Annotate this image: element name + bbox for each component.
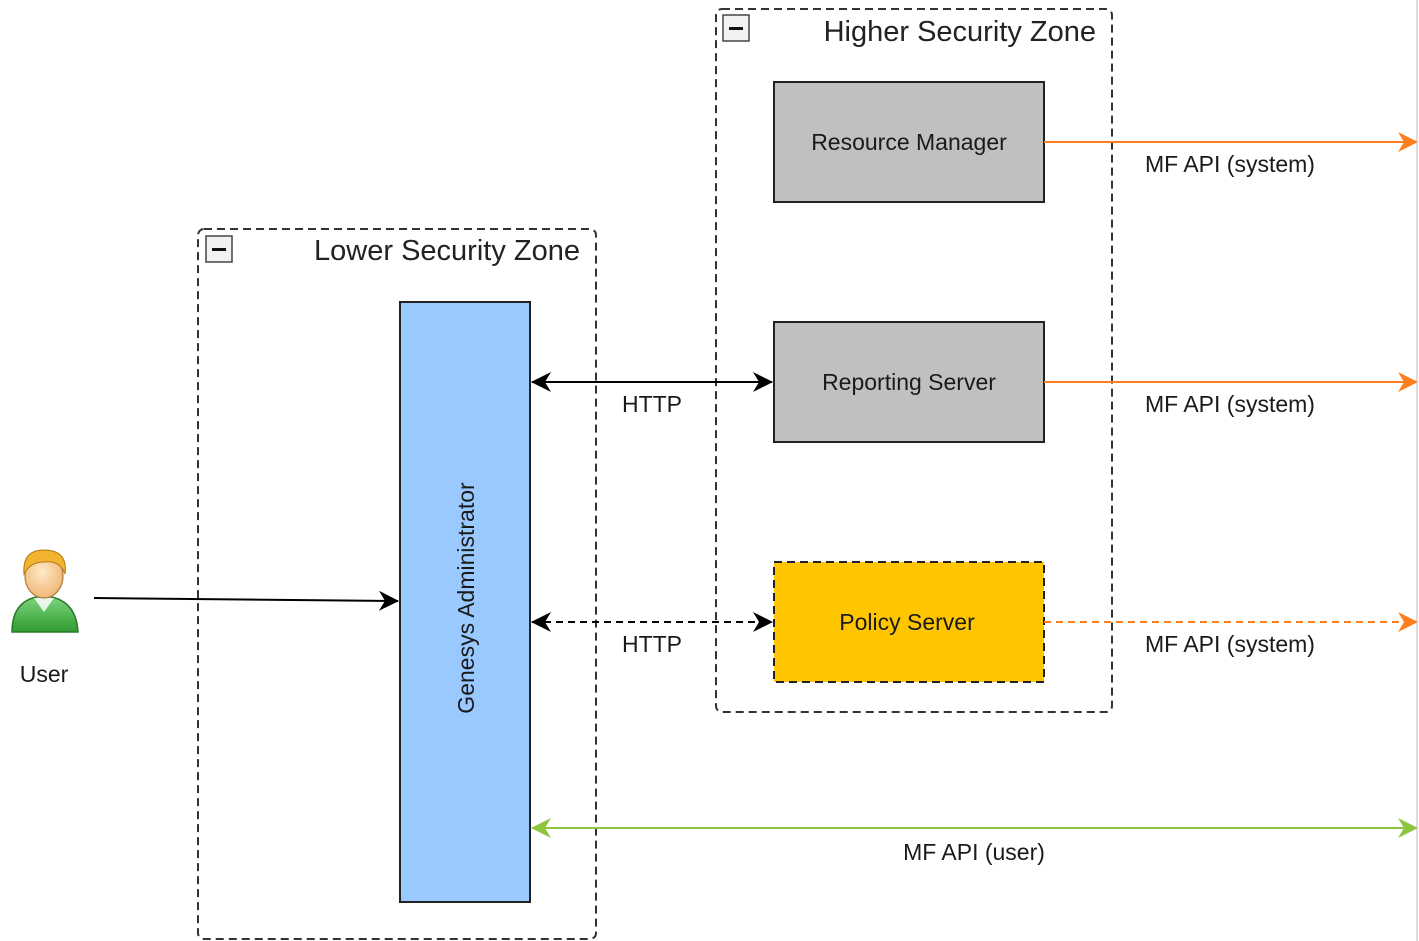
policy-server-node[interactable]: Policy Server — [773, 561, 1045, 683]
collapse-icon[interactable] — [205, 235, 233, 263]
higher-zone-title: Higher Security Zone — [824, 16, 1096, 48]
edge-http-policy: HTTP — [531, 612, 773, 657]
user-icon — [11, 549, 79, 633]
mf-policy-label: MF API (system) — [1145, 631, 1315, 657]
mf-resource-label: MF API (system) — [1145, 151, 1315, 177]
mf-reporting-label: MF API (system) — [1145, 391, 1315, 417]
edge-mf-reporting: MF API (system) — [1044, 372, 1418, 417]
http-policy-label: HTTP — [622, 631, 682, 657]
resource-manager-node[interactable]: Resource Manager — [773, 81, 1045, 203]
lower-zone-title: Lower Security Zone — [314, 235, 580, 267]
user-label: User — [20, 661, 69, 687]
user-actor[interactable]: User — [11, 549, 79, 687]
reporting-server-label: Reporting Server — [822, 369, 996, 395]
genesys-administrator-label: Genesys Administrator — [453, 482, 479, 714]
edge-mf-user: MF API (user) — [531, 818, 1418, 865]
mf-user-label: MF API (user) — [903, 839, 1045, 865]
edge-user-to-admin — [93, 590, 399, 611]
edge-http-reporting: HTTP — [531, 372, 773, 417]
edge-mf-resource: MF API (system) — [1044, 132, 1418, 177]
edge-mf-policy: MF API (system) — [1044, 612, 1418, 657]
higher-security-zone: Higher Security Zone — [715, 8, 1113, 713]
collapse-icon[interactable] — [722, 14, 750, 42]
policy-server-label: Policy Server — [839, 609, 975, 635]
resource-manager-label: Resource Manager — [811, 129, 1007, 155]
reporting-server-node[interactable]: Reporting Server — [773, 321, 1045, 443]
lower-security-zone: Lower Security Zone — [197, 228, 597, 940]
genesys-administrator-node[interactable]: Genesys Administrator — [399, 301, 531, 903]
http-reporting-label: HTTP — [622, 391, 682, 417]
